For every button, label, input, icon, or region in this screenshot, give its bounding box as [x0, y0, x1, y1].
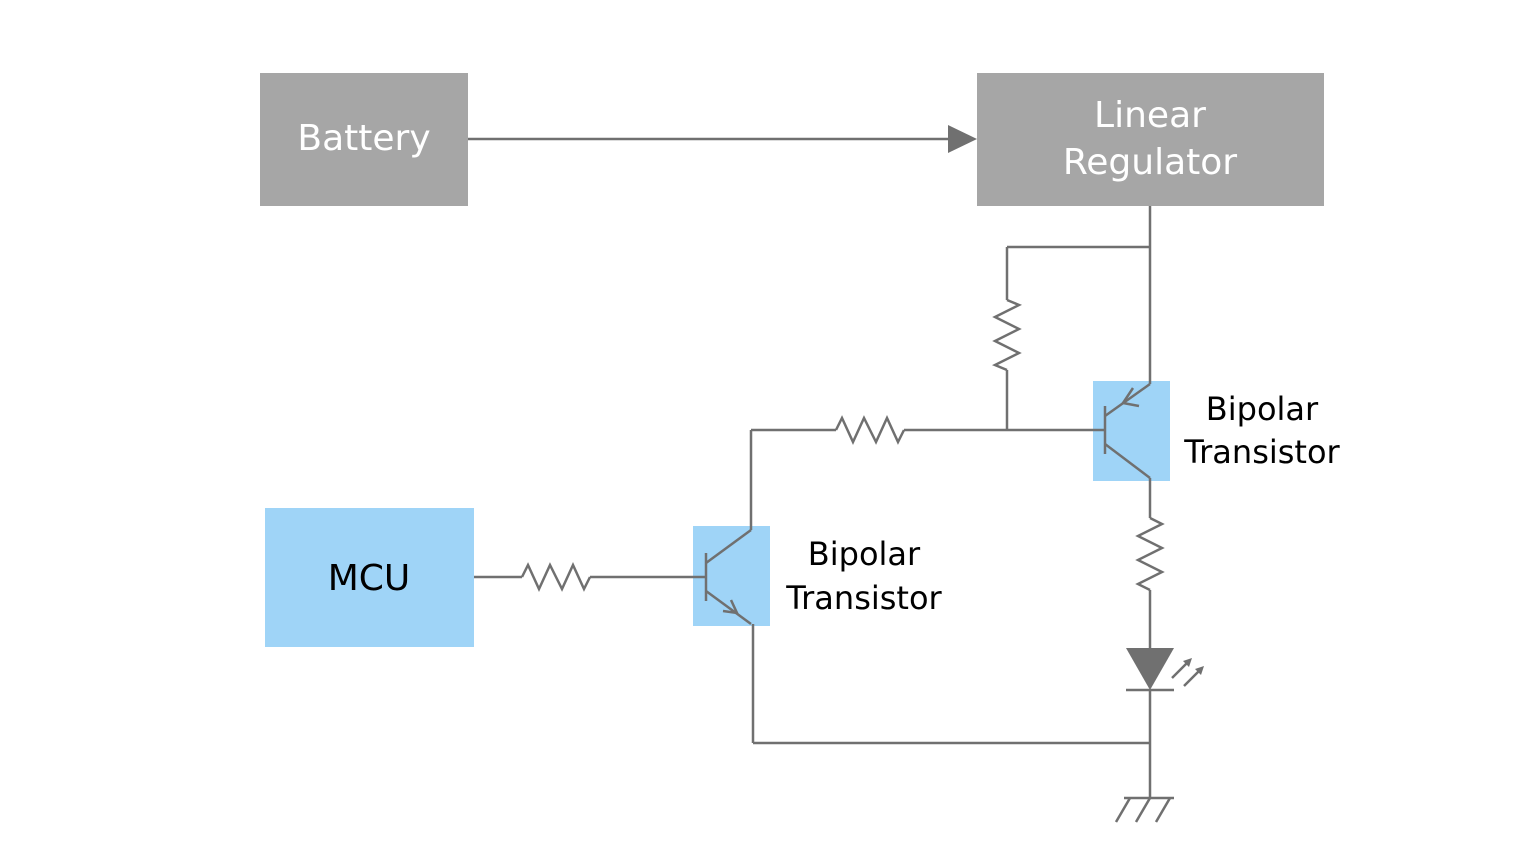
- mcu-block: MCU: [265, 508, 474, 647]
- upper-transistor-label-line2: Transistor: [1183, 433, 1340, 471]
- upper-transistor-label-line1: Bipolar: [1206, 390, 1319, 428]
- regulator-output-wire: [1005, 206, 1152, 384]
- base-resistor-lower: [520, 561, 592, 593]
- regulator-label-line2: Regulator: [1063, 142, 1237, 183]
- linear-regulator-block: Linear Regulator: [977, 73, 1324, 206]
- ground-symbol: [1114, 796, 1174, 823]
- base-resistor-upper: [834, 414, 906, 446]
- battery-to-regulator-arrow: [468, 125, 977, 153]
- pullup-resistor: [991, 298, 1023, 372]
- led-symbol: [1126, 648, 1204, 692]
- lower-transistor-label-line1: Bipolar: [808, 535, 921, 573]
- upper-transistor-symbol: [1103, 382, 1151, 479]
- battery-label: Battery: [297, 118, 430, 159]
- battery-block: Battery: [260, 73, 468, 206]
- lower-transistor-label-line2: Transistor: [785, 579, 942, 617]
- led-series-resistor: [1135, 516, 1165, 592]
- lower-transistor-symbol: [704, 528, 752, 626]
- mcu-label: MCU: [328, 558, 411, 599]
- regulator-label-line1: Linear: [1094, 95, 1206, 136]
